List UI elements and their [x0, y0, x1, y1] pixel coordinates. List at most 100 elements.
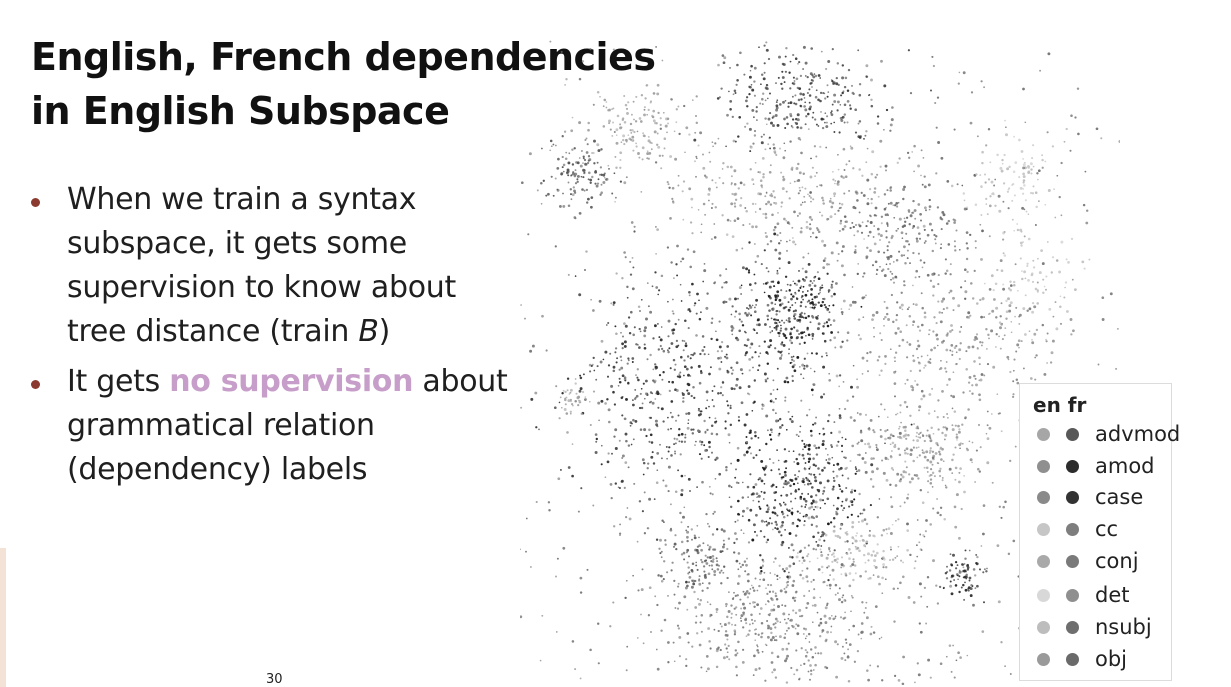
scatter-point: [1034, 287, 1038, 291]
scatter-point: [721, 380, 724, 383]
scatter-point: [880, 338, 883, 342]
scatter-point: [1032, 259, 1035, 262]
scatter-point: [766, 429, 769, 432]
scatter-point: [793, 673, 796, 676]
scatter-point: [773, 639, 776, 642]
scatter-point: [816, 271, 819, 274]
scatter-point: [898, 344, 901, 348]
scatter-point: [637, 152, 640, 155]
scatter-point: [720, 386, 723, 389]
scatter-point: [831, 103, 834, 106]
scatter-point: [779, 303, 782, 307]
legend-label: obj: [1095, 647, 1128, 671]
scatter-point: [888, 436, 892, 440]
scatter-point: [913, 209, 917, 212]
scatter-point: [611, 121, 615, 124]
scatter-point: [798, 269, 800, 272]
scatter-point: [945, 222, 949, 225]
scatter-point: [916, 519, 919, 521]
scatter-point: [691, 206, 693, 209]
scatter-point: [710, 206, 713, 210]
scatter-point: [1015, 306, 1018, 309]
scatter-point: [647, 462, 650, 465]
bullet-text-end: ): [378, 314, 391, 349]
scatter-point: [940, 228, 943, 231]
scatter-point: [784, 275, 788, 279]
scatter-point: [730, 612, 733, 615]
scatter-point: [727, 412, 730, 415]
scatter-point: [1030, 273, 1034, 277]
scatter-point: [807, 128, 810, 130]
scatter-point: [955, 493, 959, 497]
scatter-point: [943, 438, 946, 441]
scatter-point: [951, 472, 954, 474]
scatter-point: [948, 644, 952, 647]
scatter-point: [696, 486, 698, 488]
scatter-point: [923, 586, 927, 590]
scatter-point: [702, 153, 704, 156]
scatter-point: [923, 367, 925, 369]
scatter-point: [647, 614, 651, 617]
scatter-point: [775, 412, 777, 415]
legend-item: cc: [1020, 514, 1170, 544]
scatter-point: [595, 440, 598, 443]
scatter-point: [639, 310, 641, 312]
scatter-point: [834, 640, 838, 644]
scatter-point: [698, 453, 702, 456]
scatter-point: [828, 372, 831, 375]
scatter-point: [865, 130, 868, 133]
scatter-point: [698, 299, 700, 302]
scatter-point: [755, 110, 758, 113]
scatter-point: [774, 622, 777, 625]
scatter-point: [574, 400, 577, 403]
scatter-point: [598, 149, 601, 152]
scatter-point: [936, 444, 940, 447]
scatter-point: [751, 202, 755, 206]
scatter-point: [657, 348, 660, 351]
scatter-point: [934, 101, 937, 105]
scatter-point: [600, 444, 603, 447]
scatter-point: [864, 570, 867, 573]
scatter-point: [940, 359, 942, 362]
scatter-point: [995, 306, 999, 310]
scatter-point: [887, 202, 890, 205]
scatter-point: [822, 266, 826, 269]
scatter-point: [677, 627, 681, 630]
scatter-point: [729, 406, 732, 410]
scatter-point: [764, 282, 768, 285]
scatter-point: [1041, 166, 1044, 169]
scatter-point: [964, 588, 968, 592]
scatter-point: [743, 453, 746, 457]
scatter-point: [851, 521, 855, 524]
scatter-point: [754, 632, 757, 636]
scatter-point: [694, 160, 696, 163]
scatter-point: [661, 59, 664, 62]
scatter-point: [707, 187, 711, 191]
scatter-point: [815, 123, 818, 126]
scatter-point: [823, 466, 826, 470]
scatter-point: [1040, 249, 1043, 252]
scatter-point: [779, 504, 783, 507]
scatter-point: [826, 630, 830, 634]
scatter-point: [801, 492, 804, 495]
scatter-point: [948, 291, 951, 294]
scatter-point: [802, 480, 805, 484]
scatter-point: [621, 335, 625, 338]
scatter-point: [667, 490, 670, 493]
scatter-point: [744, 618, 747, 622]
scatter-point: [580, 150, 583, 152]
scatter-point: [677, 582, 680, 585]
scatter-point: [851, 395, 855, 398]
scatter-point: [884, 578, 887, 581]
scatter-point: [796, 524, 799, 528]
scatter-point: [569, 388, 573, 392]
scatter-point: [1037, 169, 1041, 173]
scatter-point: [792, 596, 795, 600]
scatter-point: [737, 574, 741, 578]
scatter-point: [836, 643, 839, 646]
scatter-point: [835, 374, 839, 378]
scatter-point: [688, 290, 691, 294]
scatter-point: [680, 432, 684, 436]
scatter-point: [600, 399, 604, 403]
scatter-point: [583, 268, 587, 272]
